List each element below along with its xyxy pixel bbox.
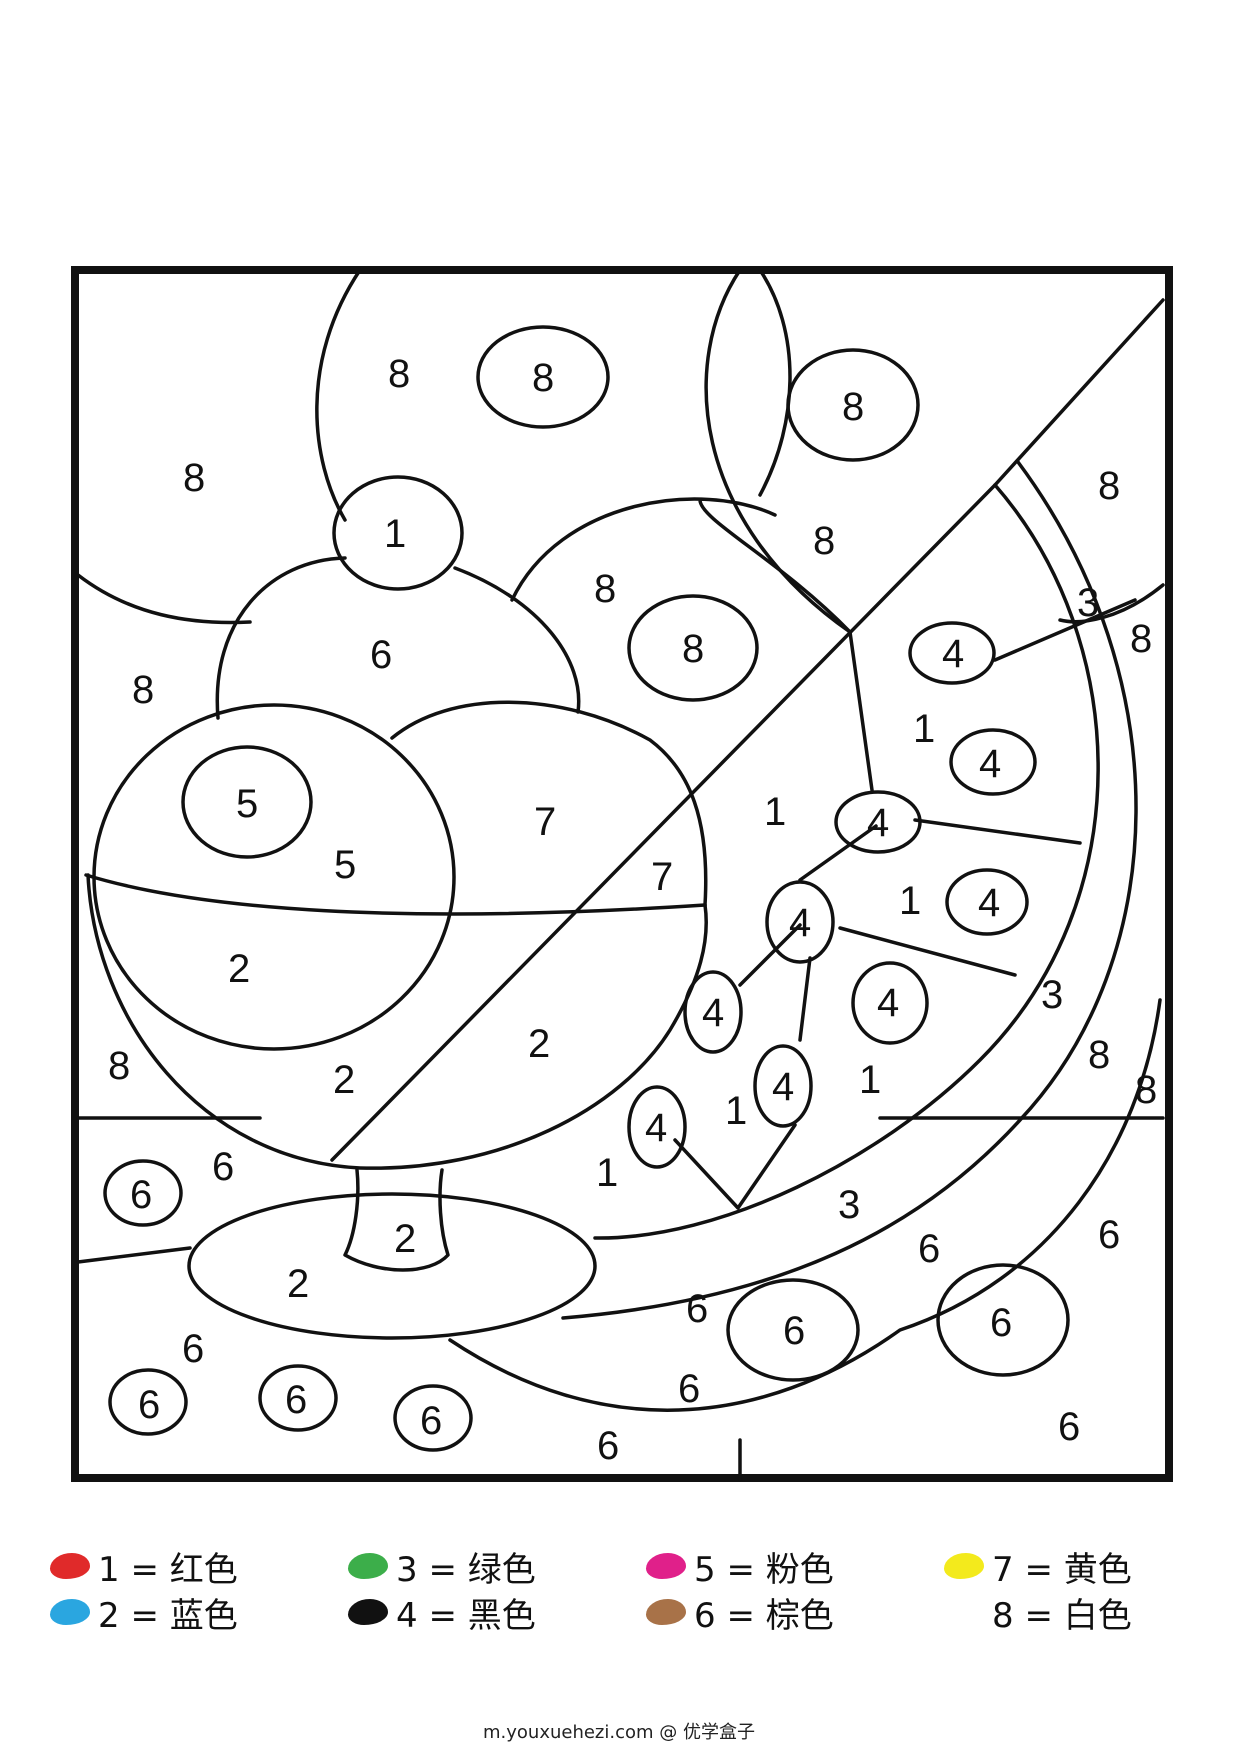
- num-7: 7: [534, 800, 556, 844]
- seed-2: [949, 728, 1037, 796]
- num-2: 2: [528, 1022, 550, 1066]
- top-right-circle-outline: [704, 268, 1165, 634]
- num-6: 6: [990, 1301, 1012, 1345]
- seed-9: [627, 1085, 687, 1169]
- num-6: 6: [130, 1173, 152, 1217]
- top-spot-1: [476, 325, 610, 429]
- bowl-rim: [84, 873, 707, 916]
- seed-8: [753, 1044, 813, 1128]
- num-6: 6: [1098, 1213, 1120, 1257]
- num-6: 6: [420, 1399, 442, 1443]
- slice-divider-lines: [673, 630, 1082, 1482]
- scoop-yellow-outline: [390, 700, 708, 907]
- num-5: 5: [334, 843, 356, 887]
- num-6: 6: [370, 633, 392, 677]
- num-1: 1: [384, 512, 406, 556]
- rind-middle: [561, 460, 1138, 1320]
- num-8: 8: [1130, 617, 1152, 661]
- num-1: 1: [596, 1151, 618, 1195]
- num-6: 6: [597, 1424, 619, 1468]
- num-2: 2: [333, 1058, 355, 1102]
- slice-edge: [330, 298, 1165, 1162]
- plate-1: [726, 1278, 860, 1382]
- num-1: 1: [725, 1089, 747, 1133]
- num-6: 6: [1058, 1405, 1080, 1449]
- num-4: 4: [867, 801, 889, 845]
- num-8: 8: [1088, 1033, 1110, 1077]
- scoop-white-outline: [510, 497, 852, 634]
- top-circle-outline: [315, 268, 792, 522]
- num-4: 4: [702, 991, 724, 1035]
- num-8: 8: [108, 1044, 130, 1088]
- num-6: 6: [285, 1378, 307, 1422]
- num-8: 8: [532, 356, 554, 400]
- num-4: 4: [789, 901, 811, 945]
- num-1: 1: [899, 879, 921, 923]
- num-6: 6: [678, 1367, 700, 1411]
- num-4: 4: [942, 632, 964, 676]
- scoop-brown-outline: [215, 556, 581, 720]
- spot-6b: [108, 1368, 188, 1436]
- seed-5: [765, 880, 835, 964]
- num-6: 6: [212, 1145, 234, 1189]
- num-8: 8: [682, 627, 704, 671]
- footer-credit: m.youxuehezi.com @ 优学盒子: [482, 1722, 755, 1743]
- bowl-base: [187, 1192, 597, 1340]
- num-8: 8: [1135, 1068, 1157, 1112]
- num-4: 4: [877, 981, 899, 1025]
- num-3: 3: [1041, 973, 1063, 1017]
- region-numbers: 8 8 8 8 8 8 1 8 8 3 8 6 4 8 1 4 5 7 1 4 …: [108, 352, 1157, 1468]
- num-5: 5: [236, 782, 258, 826]
- num-8: 8: [813, 519, 835, 563]
- spot-6a: [103, 1159, 183, 1227]
- scoop-pink-outline: [92, 703, 456, 1051]
- num-3: 3: [838, 1183, 860, 1227]
- num-8: 8: [842, 385, 864, 429]
- num-8: 8: [1098, 464, 1120, 508]
- seed-4: [945, 868, 1029, 936]
- plate-2: [936, 1263, 1070, 1377]
- bowl-outline: [86, 873, 708, 1170]
- num-6: 6: [182, 1327, 204, 1371]
- rind-outer: [448, 998, 1162, 1412]
- num-4: 4: [979, 742, 1001, 786]
- seed-6: [851, 961, 929, 1045]
- num-2: 2: [228, 947, 250, 991]
- num-8: 8: [594, 567, 616, 611]
- num-6: 6: [138, 1383, 160, 1427]
- num-6: 6: [686, 1287, 708, 1331]
- rind-inner: [593, 483, 1100, 1240]
- top-left-arc: [76, 573, 252, 625]
- pink-spot: [181, 745, 313, 859]
- bowl-stem: [343, 1168, 450, 1272]
- num-7: 7: [651, 855, 673, 899]
- num-1: 1: [764, 790, 786, 834]
- top-spot-2: [786, 348, 920, 462]
- num-4: 4: [645, 1106, 667, 1150]
- num-3: 3: [1077, 581, 1099, 625]
- scoop-white-spot: [627, 594, 759, 702]
- num-8: 8: [183, 456, 205, 500]
- num-8: 8: [388, 352, 410, 396]
- table-line-lower: [76, 1246, 192, 1264]
- cherry-circle: [332, 475, 464, 591]
- seed-1: [908, 621, 996, 685]
- num-4: 4: [772, 1065, 794, 1109]
- seed-3: [834, 790, 922, 854]
- num-4: 4: [978, 881, 1000, 925]
- spot-6d: [393, 1384, 473, 1452]
- picture-frame: [71, 266, 1173, 1482]
- num-6: 6: [783, 1309, 805, 1353]
- num-1: 1: [859, 1058, 881, 1102]
- num-2: 2: [394, 1217, 416, 1261]
- seed-7: [683, 970, 743, 1054]
- rind-line-3: [993, 598, 1137, 662]
- spot-6c: [258, 1364, 338, 1432]
- num-1: 1: [913, 707, 935, 751]
- num-2: 2: [287, 1262, 309, 1306]
- num-8: 8: [132, 668, 154, 712]
- num-6: 6: [918, 1227, 940, 1271]
